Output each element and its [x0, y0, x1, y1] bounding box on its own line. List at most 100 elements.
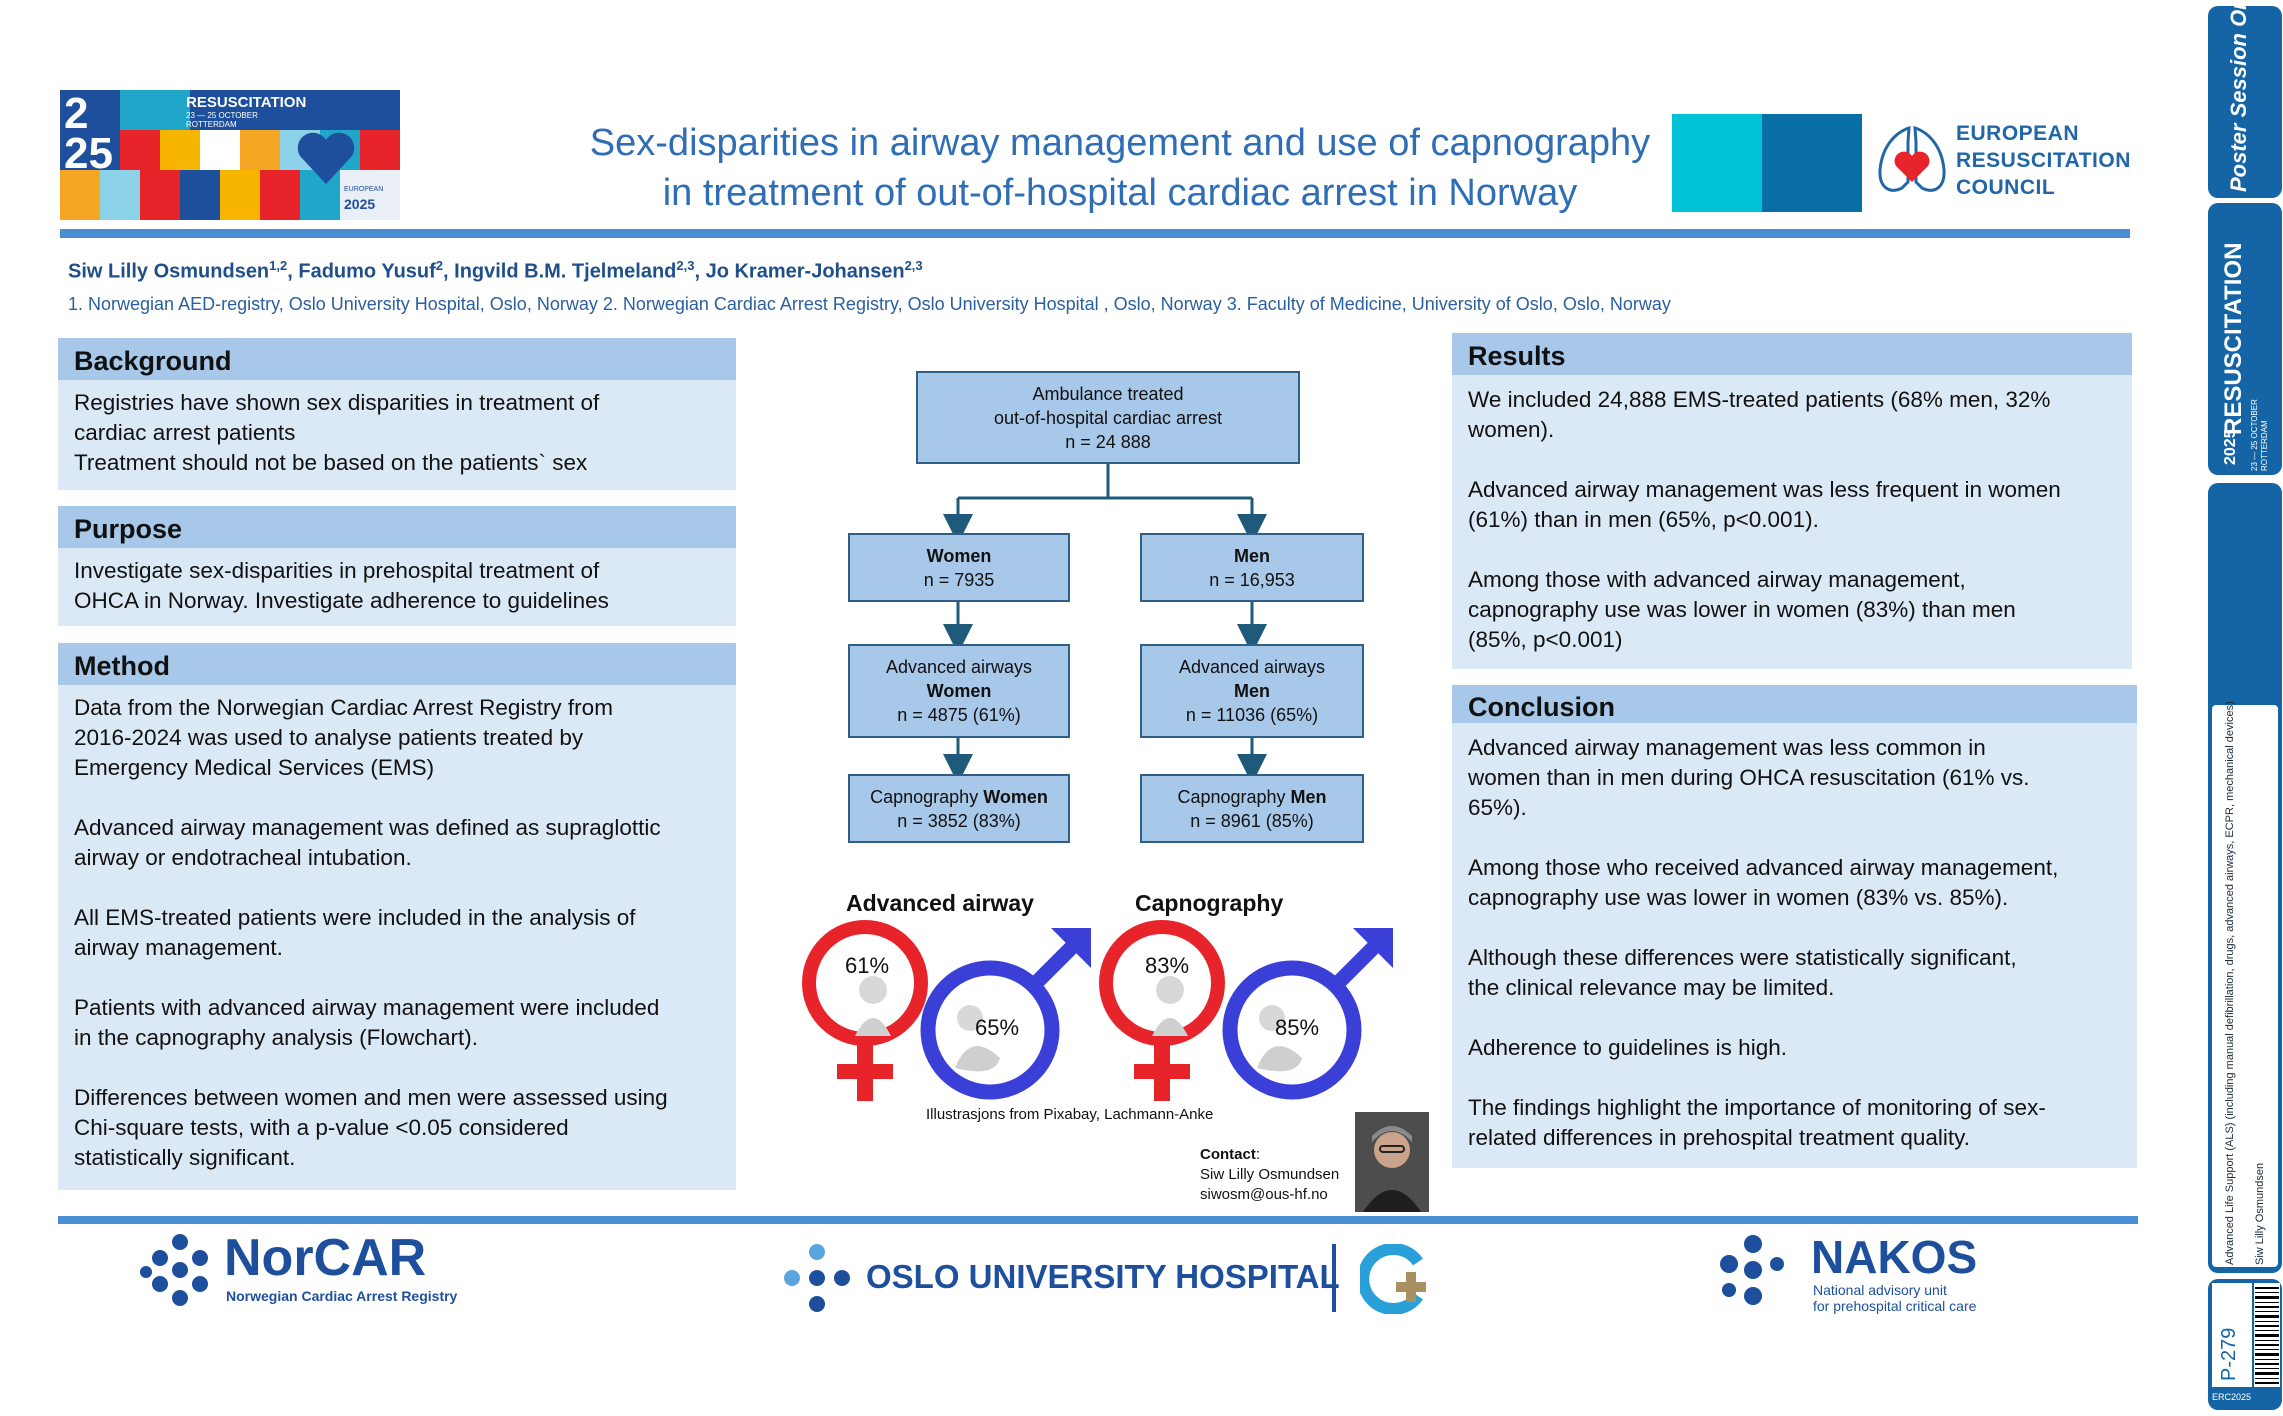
- erc-color-block-cyan: [1672, 114, 1762, 212]
- background-section: Background Registries have shown sex dis…: [58, 338, 736, 490]
- women-airway-percent: 61%: [845, 953, 890, 978]
- text-line: statistically significant.: [74, 1145, 296, 1170]
- sidebar-event-year: 2025: [2222, 429, 2239, 465]
- flow-text: out-of-hospital cardiac arrest: [993, 407, 1223, 428]
- flow-box-capno-men: Capnography Men n = 8961 (85%): [1140, 774, 1364, 843]
- divider: [1332, 1244, 1336, 1312]
- nakos-logo: NAKOS National advisory unit for prehosp…: [1715, 1232, 2015, 1314]
- men-capno-percent: 85%: [1275, 1015, 1320, 1040]
- text-line: (85%, p<0.001): [1468, 627, 1623, 652]
- nakos-subtitle-line: National advisory unit: [1813, 1282, 1947, 1298]
- erc-line-1: EUROPEAN: [1956, 122, 2080, 145]
- erc-logo-text: EUROPEAN RESUSCITATION COUNCIL: [1956, 120, 2136, 201]
- conclusion-body: Advanced airway management was less comm…: [1468, 733, 2123, 1153]
- author-name: Ingvild B.M. Tjelmeland: [454, 260, 677, 283]
- flow-text: Advanced airways: [1178, 657, 1326, 677]
- title-line-2: in treatment of out-of-hospital cardiac …: [662, 172, 1578, 214]
- flow-box-airway-women: Advanced airways Women n = 4875 (61%): [848, 644, 1070, 738]
- flow-text-bold: Men: [1290, 786, 1327, 807]
- sidebar-congress-code: ERC2025: [2212, 1392, 2252, 1402]
- sidebar-event-dates: 23 — 25 OCTOBER: [2250, 399, 2259, 471]
- author-affiliation-number: 2,3: [676, 258, 695, 273]
- text-line: in the capnography analysis (Flowchart).: [74, 1025, 478, 1050]
- contact-label: Contact: [1200, 1146, 1256, 1163]
- poster-title: Sex-disparities in airway management and…: [470, 118, 1770, 218]
- flow-text: Women: [926, 681, 992, 701]
- poster-session-label: Poster Session Online: [2226, 0, 2251, 192]
- paragraph: Adherence to guidelines is high.: [1468, 1033, 2123, 1063]
- erc-line-3: COUNCIL: [1956, 176, 2056, 199]
- text-line: cardiac arrest patients: [74, 420, 296, 445]
- flow-text: n = 3852 (83%): [897, 810, 1021, 831]
- purpose-section: Purpose Investigate sex-disparities in p…: [58, 506, 736, 626]
- norcar-subtitle: Norwegian Cardiac Arrest Registry: [226, 1288, 458, 1304]
- text-line: Among those with advanced airway managem…: [1468, 567, 1966, 592]
- author-name: Siw Lilly Osmundsen: [68, 260, 270, 283]
- flow-box-airway-men: Advanced airways Men n = 11036 (65%): [1140, 644, 1364, 738]
- text-line: Chi-square tests, with a p-value <0.05 c…: [74, 1115, 569, 1140]
- author-affiliation-number: 2,3: [904, 258, 923, 273]
- text-line: OHCA in Norway. Investigate adherence to…: [74, 588, 609, 613]
- erc-color-block-blue: [1762, 114, 1862, 212]
- men-airway-percent: 65%: [975, 1015, 1020, 1040]
- flow-box-women: Women n = 7935: [848, 533, 1070, 602]
- paragraph: We included 24,888 EMS-treated patients …: [1468, 385, 2118, 445]
- results-section: Results We included 24,888 EMS-treated p…: [1452, 333, 2132, 669]
- text-line: All EMS-treated patients were included i…: [74, 905, 636, 930]
- text-line: 65%).: [1468, 795, 1527, 820]
- flow-text: Women: [926, 545, 992, 566]
- capnography-label: Capnography: [1135, 890, 1284, 916]
- oslo-university-hospital-logo: OSLO UNIVERSITY HOSPITAL: [780, 1240, 1450, 1320]
- author-name: Jo Kramer-Johansen: [705, 260, 905, 283]
- dots-icon: [1720, 1235, 1784, 1305]
- method-heading: Method: [58, 643, 736, 685]
- header-rule: [60, 229, 2130, 238]
- flow-text: n = 24 888: [1065, 431, 1151, 452]
- author-affiliation-number: 1,2: [269, 258, 288, 273]
- paragraph: All EMS-treated patients were included i…: [74, 903, 722, 963]
- logo-corner-year: 2025: [344, 196, 376, 212]
- nakos-subtitle-line: for prehospital critical care: [1813, 1298, 1977, 1314]
- author-affiliation-number: 2: [435, 258, 444, 273]
- text-line: Advanced airway management was less freq…: [1468, 477, 2061, 502]
- gender-symbols-figure: [802, 920, 1393, 1101]
- poster-session-tab[interactable]: Poster Session Online: [2208, 0, 2282, 198]
- event-tab[interactable]: RESUSCITATION 2025 23 — 25 OCTOBER ROTTE…: [2208, 203, 2282, 475]
- paragraph: Among those who received advanced airway…: [1468, 853, 2123, 913]
- logo-event-dates: 23 — 25 OCTOBER: [186, 111, 258, 120]
- text-line: Advanced airway management was less comm…: [1468, 735, 1986, 760]
- flow-text-bold: Women: [983, 786, 1048, 807]
- background-body: Registries have shown sex disparities in…: [74, 388, 722, 478]
- conclusion-section: Conclusion Advanced airway management wa…: [1452, 685, 2137, 1168]
- footer-rule: [58, 1216, 2138, 1224]
- flow-text: Men: [1234, 545, 1270, 566]
- lungs-heart-icon: [1878, 125, 1946, 192]
- norcar-logo: NorCAR Norwegian Cardiac Arrest Registry: [140, 1230, 480, 1310]
- affiliations: 1. Norwegian AED-registry, Oslo Universi…: [68, 294, 1671, 314]
- paragraph: Patients with advanced airway management…: [74, 993, 722, 1053]
- author-photo: [1355, 1112, 1429, 1212]
- text-line: Differences between women and men were a…: [74, 1085, 668, 1110]
- flow-box-total: Ambulance treated out-of-hospital cardia…: [916, 371, 1300, 464]
- paragraph: Differences between women and men were a…: [74, 1083, 722, 1173]
- paragraph: Among those with advanced airway managem…: [1468, 565, 2118, 655]
- text-line: Investigate sex-disparities in prehospit…: [74, 558, 600, 583]
- flow-text: Ambulance treated: [1032, 383, 1184, 404]
- results-body: We included 24,888 EMS-treated patients …: [1468, 385, 2118, 655]
- logo-event-name: RESUSCITATION: [186, 94, 307, 111]
- results-heading: Results: [1452, 333, 2132, 375]
- text-line: Patients with advanced airway management…: [74, 995, 660, 1020]
- text-line: airway or endotracheal intubation.: [74, 845, 412, 870]
- nakos-subtitle: National advisory unit for prehospital c…: [1813, 1282, 1976, 1314]
- flow-text: n = 4875 (61%): [897, 705, 1021, 725]
- text-line: Data from the Norwegian Cardiac Arrest R…: [74, 695, 613, 720]
- contact-label-line: Contact:: [1200, 1145, 1339, 1165]
- text-line: Registries have shown sex disparities in…: [74, 390, 600, 415]
- text-line: airway management.: [74, 935, 283, 960]
- flow-text: n = 16,953: [1209, 569, 1295, 590]
- flowchart-connectors: [943, 463, 1267, 784]
- paragraph: Data from the Norwegian Cardiac Arrest R…: [74, 693, 722, 783]
- topic-panel: Advanced Life Support (ALS) (including m…: [2212, 701, 2278, 1267]
- contact-email[interactable]: siwosm@ous-hf.no: [1200, 1186, 1328, 1203]
- flow-text: n = 7935: [923, 569, 995, 590]
